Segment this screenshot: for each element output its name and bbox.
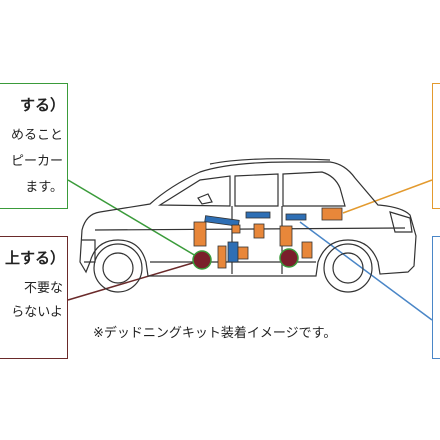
pad-blue	[227, 241, 239, 263]
pad-orange	[237, 246, 249, 260]
callout-blue	[432, 236, 440, 359]
speaker-locations	[192, 248, 299, 270]
pad-orange	[279, 225, 293, 247]
callout-green-line-1: めること	[10, 128, 63, 143]
callout-maroon-title: 上する）	[4, 249, 65, 267]
pad-blue	[204, 215, 240, 227]
callout-maroon: 上する） 不要な らないよ	[0, 236, 68, 359]
pad-blue	[285, 213, 307, 221]
speaker-front	[192, 250, 212, 270]
pad-orange	[217, 245, 227, 269]
deadening-pads	[193, 207, 343, 269]
callout-maroon-line-2: らないよ	[11, 305, 63, 320]
callout-green: する） めること ピーカー ます。	[0, 83, 68, 209]
callout-green-title: する）	[19, 96, 65, 114]
pad-orange	[193, 221, 207, 247]
callout-orange	[432, 83, 440, 209]
pad-orange	[231, 224, 241, 234]
pad-orange	[301, 241, 313, 259]
pad-blue	[245, 211, 271, 219]
pad-orange	[321, 207, 343, 221]
callout-green-line-3: ます。	[25, 180, 63, 195]
leader-line-orange	[342, 179, 433, 214]
leader-line-blue	[299, 221, 433, 321]
callout-green-line-2: ピーカー	[10, 154, 63, 169]
leader-line-green	[67, 179, 197, 257]
speaker-rear	[279, 248, 299, 268]
callout-maroon-line-1: 不要な	[23, 281, 63, 296]
image-caption: ※デッドニングキット装着イメージです。	[93, 326, 337, 341]
leader-line-maroon	[67, 261, 197, 301]
car-body	[79, 158, 417, 293]
pad-orange	[253, 223, 265, 239]
